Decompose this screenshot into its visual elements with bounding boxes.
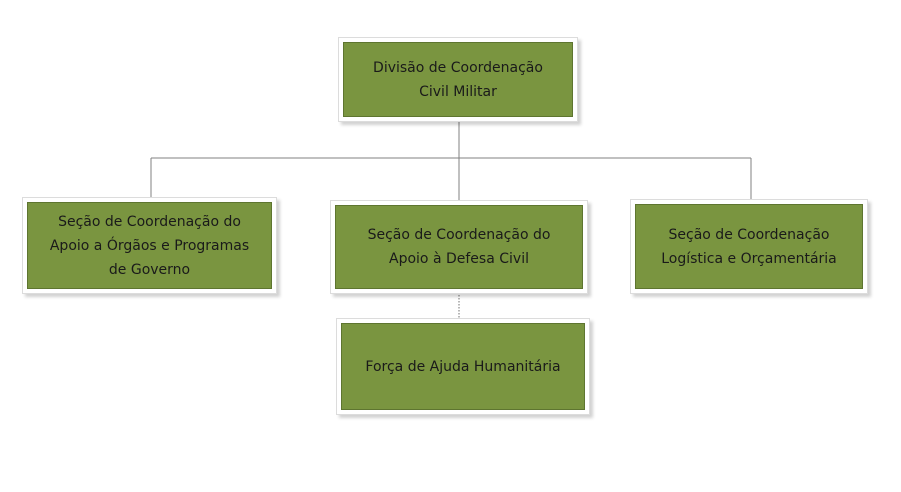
node-divisao-coordenacao-label: Divisão de Coordenação Civil Militar [373, 59, 543, 100]
node-secao-apoio-orgaos-label: Seção de Coordenação do Apoio a Órgãos e… [49, 213, 250, 278]
node-forca-ajuda-humanitaria: Força de Ajuda Humanitária [336, 318, 590, 415]
node-secao-apoio-defesa-civil-label: Seção de Coordenação do Apoio à Defesa C… [367, 227, 551, 267]
node-secao-apoio-defesa-civil: Seção de Coordenação do Apoio à Defesa C… [330, 200, 588, 294]
node-divisao-coordenacao: Divisão de Coordenação Civil Militar [338, 37, 578, 122]
node-secao-logistica-orcamentaria-label: Seção de Coordenação Logística e Orçamen… [661, 226, 837, 267]
node-secao-logistica-orcamentaria: Seção de Coordenação Logística e Orçamen… [630, 199, 868, 294]
node-divisao-coordenacao-box: Divisão de Coordenação Civil Militar [343, 42, 573, 117]
node-forca-ajuda-humanitaria-box: Força de Ajuda Humanitária [341, 323, 585, 410]
node-secao-logistica-orcamentaria-box: Seção de Coordenação Logística e Orçamen… [635, 204, 863, 289]
node-secao-apoio-orgaos-box: Seção de Coordenação do Apoio a Órgãos e… [27, 202, 272, 289]
node-forca-ajuda-humanitaria-label: Força de Ajuda Humanitária [365, 358, 561, 375]
node-secao-apoio-defesa-civil-box: Seção de Coordenação do Apoio à Defesa C… [335, 205, 583, 289]
node-secao-apoio-orgaos: Seção de Coordenação do Apoio a Órgãos e… [22, 197, 277, 294]
